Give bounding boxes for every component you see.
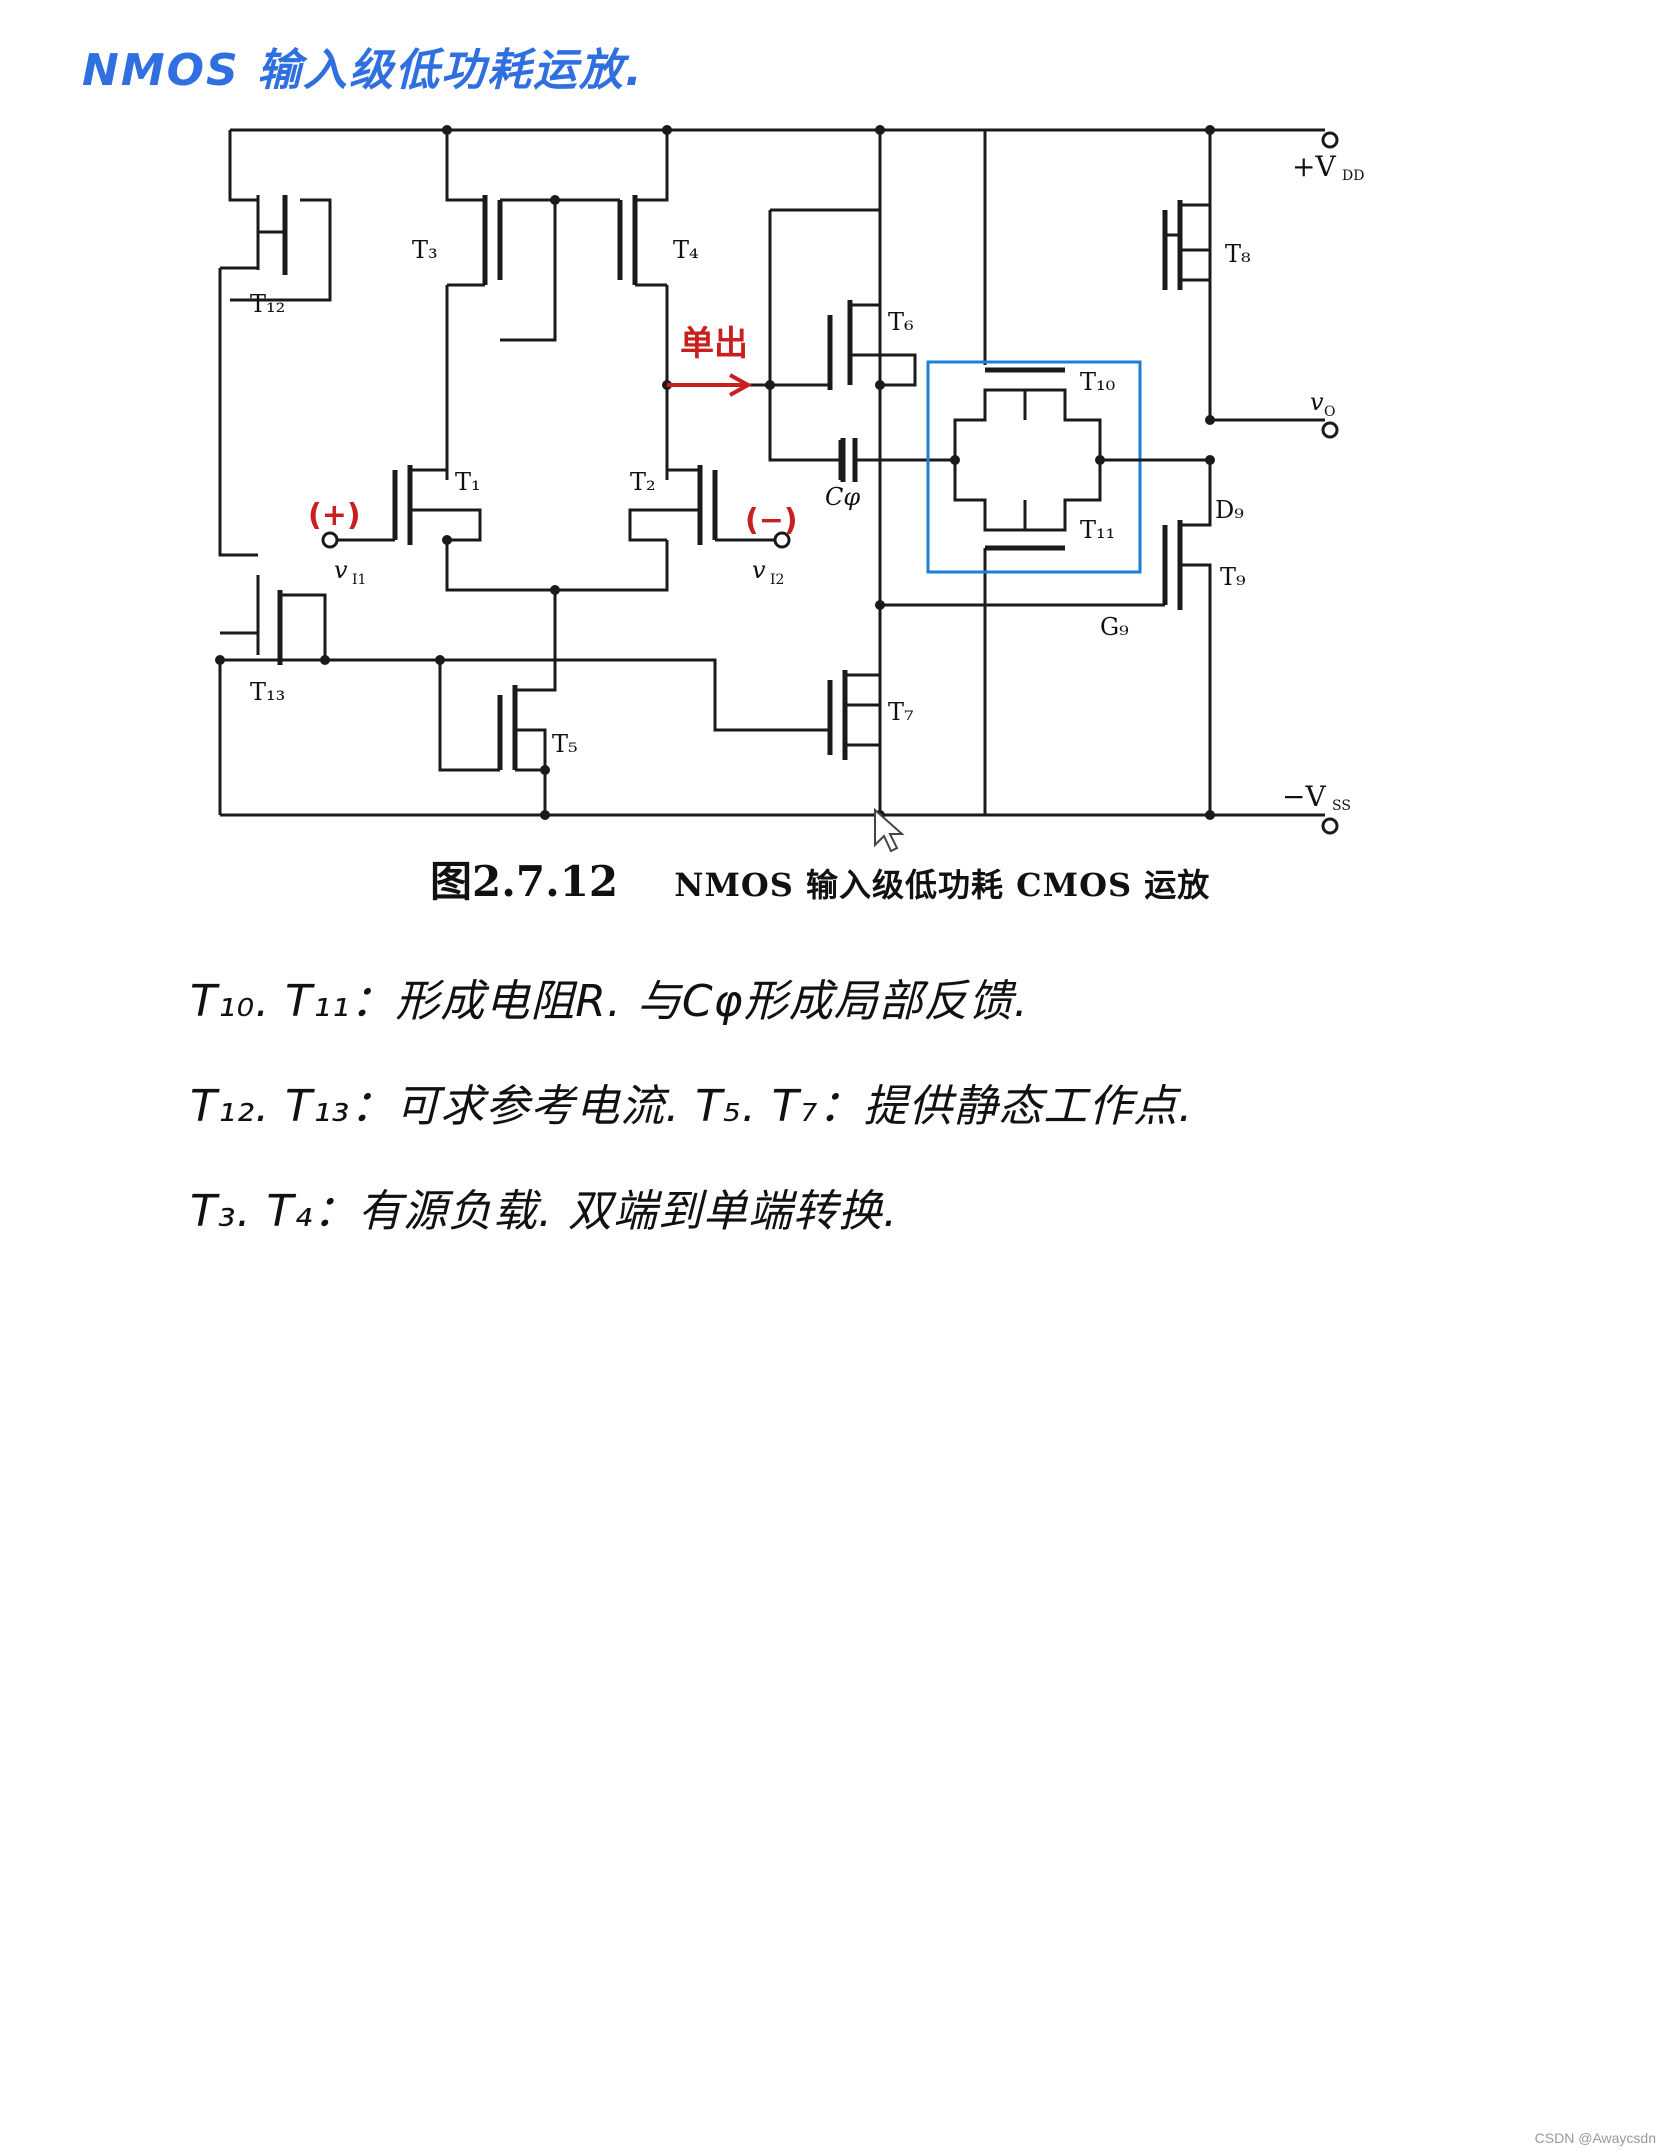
input-vi1: v I1 xyxy=(321,531,366,588)
circuit-schematic: T₁₂ T₁₃ T₃ T₄ xyxy=(215,125,1364,853)
mouse-cursor-icon xyxy=(874,807,905,853)
output-vo-label: v O xyxy=(1310,388,1335,420)
svg-text:+V: +V xyxy=(1292,150,1336,183)
page-title: NMOS 输入级低功耗运放. xyxy=(82,45,644,96)
t8-label: T₈ xyxy=(1225,240,1251,268)
t10-label: T₁₀ xyxy=(1080,368,1115,396)
t9-label: T₉ xyxy=(1220,563,1246,591)
t13-label: T₁₃ xyxy=(250,678,285,706)
vdd-label: +V DD xyxy=(1292,150,1364,184)
t7-transistor: T₇ xyxy=(820,605,914,820)
minus-annotation: (−) xyxy=(745,503,798,538)
t13-transistor: T₁₃ xyxy=(215,575,330,706)
d9-label: D₉ xyxy=(1215,496,1244,524)
note-1: T₁₀. T₁₁：形成电阻R. 与Cφ形成局部反馈. xyxy=(190,976,1029,1027)
t10-t11-block: T₁₀ T₁₁ xyxy=(950,130,1115,815)
vi2-sub: I2 xyxy=(770,572,784,588)
t12-transistor: T₁₂ xyxy=(230,195,332,318)
vss-rail xyxy=(220,813,1339,835)
single-out-arrow xyxy=(667,373,753,397)
t8-transistor: T₈ xyxy=(1162,200,1251,290)
t6-label: T₆ xyxy=(888,308,914,336)
g9-label: G₉ xyxy=(1100,613,1129,641)
t4-transistor: T₄ xyxy=(500,125,699,480)
svg-text:−V: −V xyxy=(1282,780,1326,813)
watermark: CSDN @Awaycsdn xyxy=(1534,2130,1656,2146)
cphi-capacitor: Cφ xyxy=(825,438,955,511)
vdd-rail xyxy=(230,128,1339,149)
t3-label: T₃ xyxy=(412,236,438,264)
t1-label: T₁ xyxy=(455,468,481,496)
vi1-sub: I1 xyxy=(352,572,366,588)
t4-label: T₄ xyxy=(673,236,699,264)
figure-caption-text: NMOS 输入级低功耗 CMOS 运放 xyxy=(674,866,1211,904)
svg-text:DD: DD xyxy=(1342,168,1364,184)
t5-label: T₅ xyxy=(552,730,578,758)
svg-text:O: O xyxy=(1324,404,1335,420)
cphi-label: Cφ xyxy=(825,483,860,511)
svg-text:v: v xyxy=(1310,388,1324,416)
note-3: T₃. T₄：有源负载. 双端到单端转换. xyxy=(190,1186,898,1237)
t9-transistor: T₉ D₉ G₉ xyxy=(875,460,1246,820)
t2-transistor: T₂ xyxy=(555,465,775,592)
t7-label: T₇ xyxy=(888,698,914,726)
figure-number: 图2.7.12 xyxy=(430,857,619,906)
t5-transistor: T₅ xyxy=(438,590,578,820)
single-out-annotation: 单出 xyxy=(680,324,748,364)
vi1-label: v xyxy=(334,556,348,584)
t11-label: T₁₁ xyxy=(1080,516,1115,544)
input-vi2: v I2 xyxy=(752,531,791,588)
plus-annotation: (+) xyxy=(308,498,361,533)
t1-transistor: T₁ xyxy=(330,465,555,592)
t2-label: T₂ xyxy=(630,468,656,496)
vi2-label: v xyxy=(752,556,766,584)
t3-transistor: T₃ xyxy=(412,125,557,480)
vss-label: −V SS xyxy=(1282,780,1351,814)
note-2: T₁₂. T₁₃：可求参考电流. T₅. T₇：提供静态工作点. xyxy=(190,1081,1194,1132)
svg-text:SS: SS xyxy=(1332,798,1351,814)
figure-caption: 图2.7.12 NMOS 输入级低功耗 CMOS 运放 xyxy=(430,848,1210,909)
t12-label: T₁₂ xyxy=(250,290,285,318)
t10-t11-highlight-box xyxy=(926,360,1142,574)
